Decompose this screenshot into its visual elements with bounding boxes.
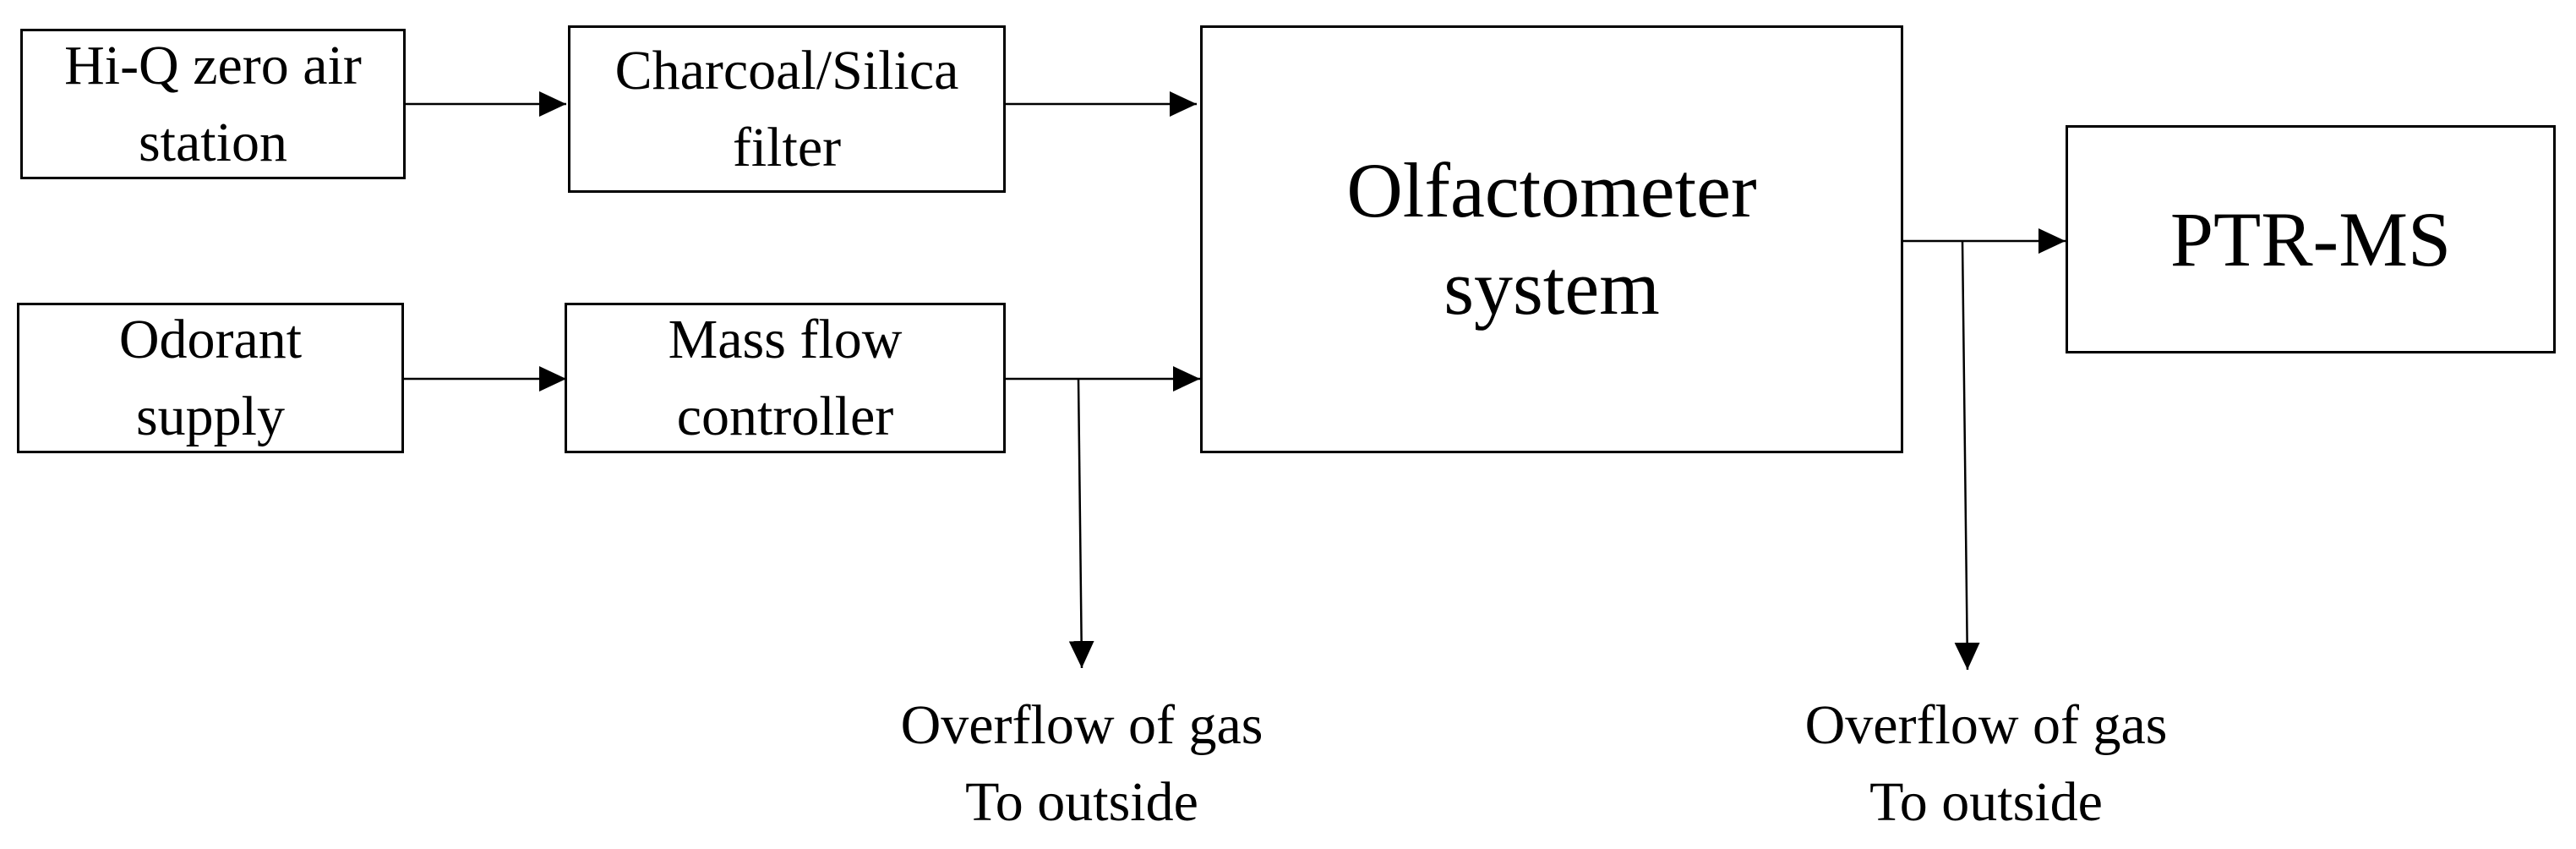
node-label: Hi-Q zero air station	[64, 34, 362, 173]
overflow-label-mfc: Overflow of gas To outside	[900, 694, 1263, 834]
node-ptr-ms: PTR-MS	[2066, 125, 2556, 353]
arrow-mfc-overflow	[1068, 378, 1094, 669]
node-label: PTR-MS	[2169, 195, 2452, 282]
overflow-label-olfactometer: Overflow of gas To outside	[1804, 694, 2168, 834]
node-label: Odorant supply	[118, 308, 303, 447]
node-label: Olfactometer system	[1346, 147, 1757, 331]
node-olfactometer-system: Olfactometer system	[1200, 25, 1903, 453]
node-label: Charcoal/Silica filter	[614, 39, 959, 178]
node-zero-air-station: Hi-Q zero air station	[20, 29, 406, 179]
node-charcoal-silica-filter: Charcoal/Silica filter	[568, 25, 1006, 193]
node-odorant-supply: Odorant supply	[17, 303, 404, 453]
arrow-olfactometer-overflow	[1954, 240, 1980, 671]
node-mass-flow-controller: Mass flow controller	[565, 303, 1006, 453]
node-label: Mass flow controller	[668, 308, 903, 447]
